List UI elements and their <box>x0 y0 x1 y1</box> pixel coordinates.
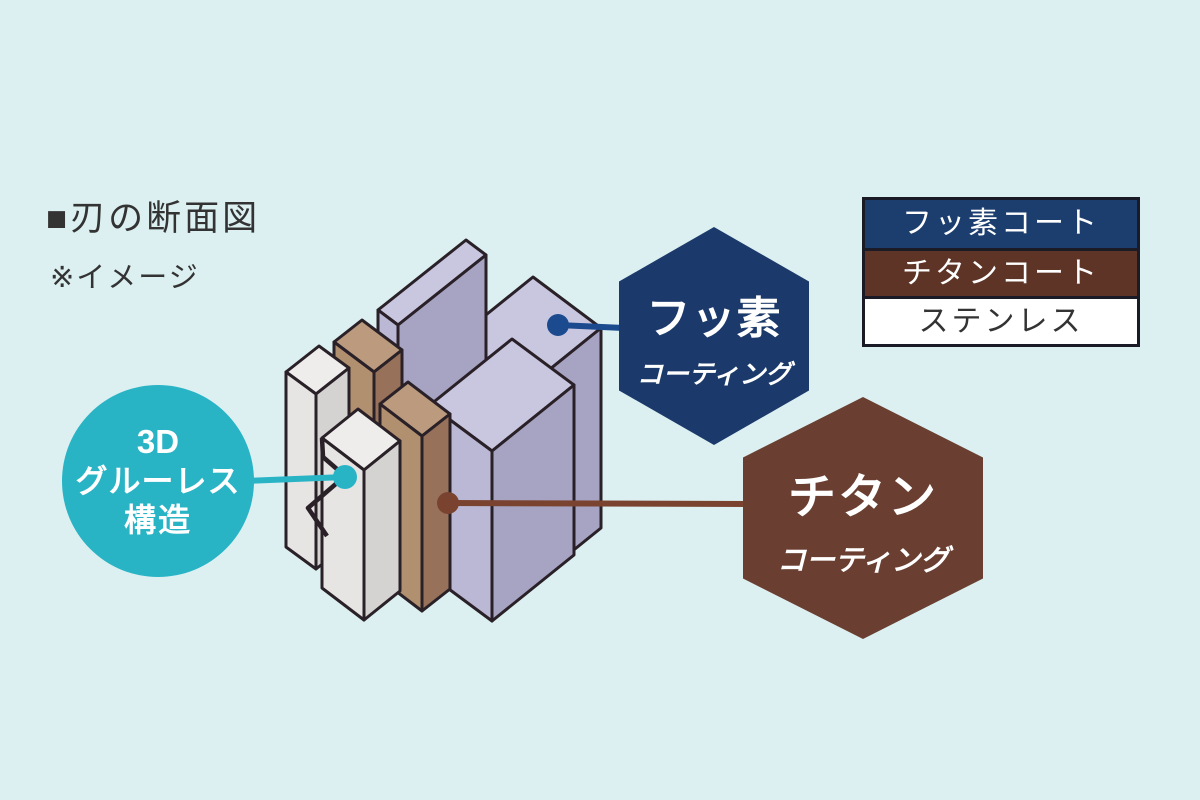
titanium-callout-sub-label: コーティング <box>776 545 950 577</box>
glueless-connector-dot <box>333 465 357 489</box>
connectors <box>244 314 749 514</box>
fluorine-callout-main-label: フッ素 <box>646 293 782 343</box>
legend-row-label: チタンコート <box>902 256 1100 290</box>
titanium-connector-line <box>447 500 749 507</box>
fluorine-connector-dot <box>547 314 569 336</box>
glueless-callout-line1: 3D <box>136 422 180 460</box>
glueless-callout-line3: 構造 <box>123 502 192 539</box>
legend-row: ステンレス <box>865 296 1137 344</box>
legend-row-label: ステンレス <box>918 304 1084 338</box>
legend-row: チタンコート <box>865 248 1137 296</box>
legend-row-label: フッ素コート <box>902 207 1100 240</box>
glueless-callout-line2: グルーレス <box>75 463 241 500</box>
layer-legend: フッ素コートチタンコートステンレス <box>862 197 1140 347</box>
front-stainless-blade <box>320 407 402 622</box>
fluorine-coating-callout: フッ素 コーティング <box>619 227 809 445</box>
legend-row: フッ素コート <box>865 200 1137 248</box>
glueless-structure-callout: 3D グルーレス 構造 <box>62 385 254 577</box>
fluorine-connector-line <box>557 322 625 331</box>
fluorine-callout-sub-label: コーティング <box>636 358 792 389</box>
glueless-connector-line <box>244 474 346 484</box>
page-title: ■刃の断面図 <box>46 199 261 238</box>
titanium-connector-dot <box>437 492 459 514</box>
image-disclaimer-note: ※イメージ <box>50 262 200 294</box>
titanium-callout-main-label: チタン <box>787 471 938 524</box>
